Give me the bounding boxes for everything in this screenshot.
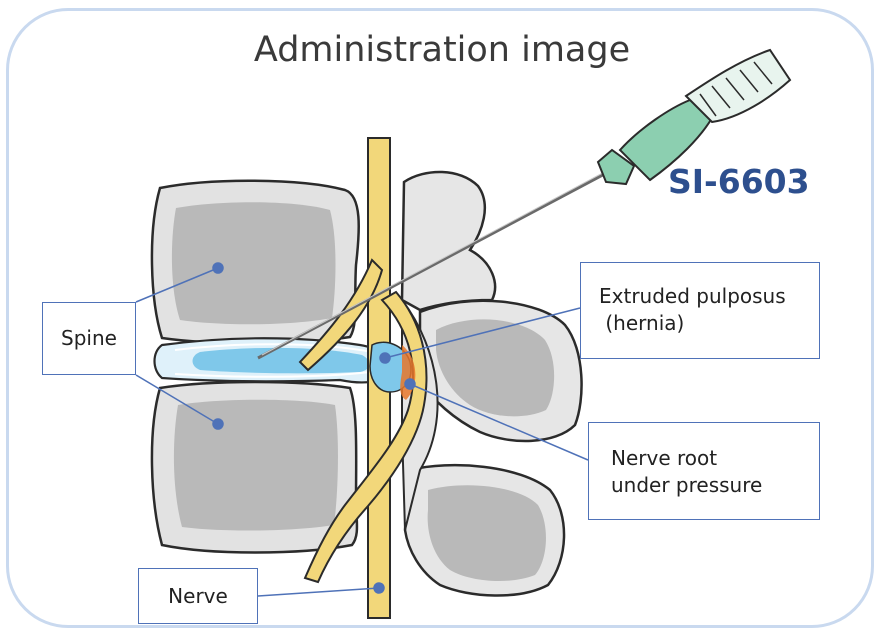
drug-label: SI-6603 bbox=[668, 162, 810, 201]
label-spine-text: Spine bbox=[61, 325, 117, 352]
label-hernia-line1: Extruded pulposus bbox=[599, 283, 819, 310]
label-nerve-root: Nerve root under pressure bbox=[588, 422, 820, 520]
leader-dot-hernia bbox=[380, 353, 390, 363]
leader-dot-spine-lower bbox=[213, 419, 223, 429]
label-nerve: Nerve bbox=[138, 568, 258, 624]
label-nerve-text: Nerve bbox=[168, 583, 228, 610]
label-root-line1: Nerve root bbox=[611, 445, 819, 472]
diagram-title: Administration image bbox=[0, 30, 884, 70]
label-spine: Spine bbox=[42, 302, 136, 375]
vertebral-core-upper bbox=[172, 202, 336, 324]
label-hernia-line2: (hernia) bbox=[599, 310, 819, 337]
leader-dot-nerve bbox=[374, 583, 384, 593]
label-root-line2: under pressure bbox=[611, 472, 819, 499]
leader-nerve bbox=[258, 588, 379, 596]
leader-dot-spine-upper bbox=[213, 263, 223, 273]
label-extruded-pulposus: Extruded pulposus (hernia) bbox=[580, 262, 820, 359]
vertebral-core-lower bbox=[174, 400, 338, 531]
leader-dot-root bbox=[405, 379, 415, 389]
